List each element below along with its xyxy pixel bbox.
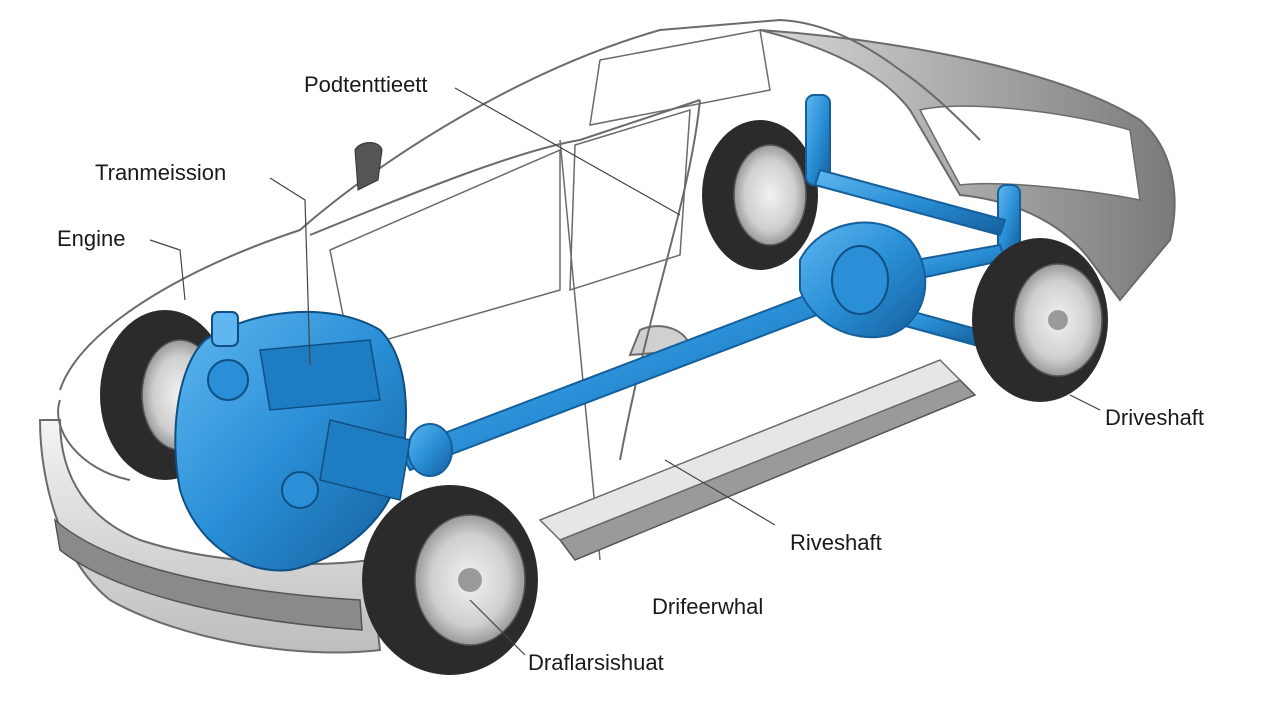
- label-driveshaft-right: Driveshaft: [1105, 405, 1205, 430]
- car-front-bumper: [38, 399, 382, 654]
- car-rear-body: [759, 29, 1176, 302]
- engine-block-illustration: [174, 310, 411, 572]
- car-sill: [538, 359, 977, 561]
- rear-right-wheel: [972, 238, 1108, 402]
- label-riveshaft: Riveshaft: [790, 530, 882, 555]
- label-bottom: Draflarsishuat: [528, 650, 664, 675]
- label-top: Podtenttieett: [304, 72, 428, 97]
- side-mirror: [354, 142, 383, 191]
- label-drifeerwhal: Drifeerwhal: [652, 594, 764, 619]
- front-right-wheel: [362, 485, 538, 675]
- label-engine: Engine: [57, 226, 126, 251]
- label-transmission: Tranmeission: [95, 160, 227, 185]
- rear-left-wheel: [702, 120, 818, 270]
- leader-lines: [149, 87, 1101, 656]
- rear-differential: [799, 221, 927, 339]
